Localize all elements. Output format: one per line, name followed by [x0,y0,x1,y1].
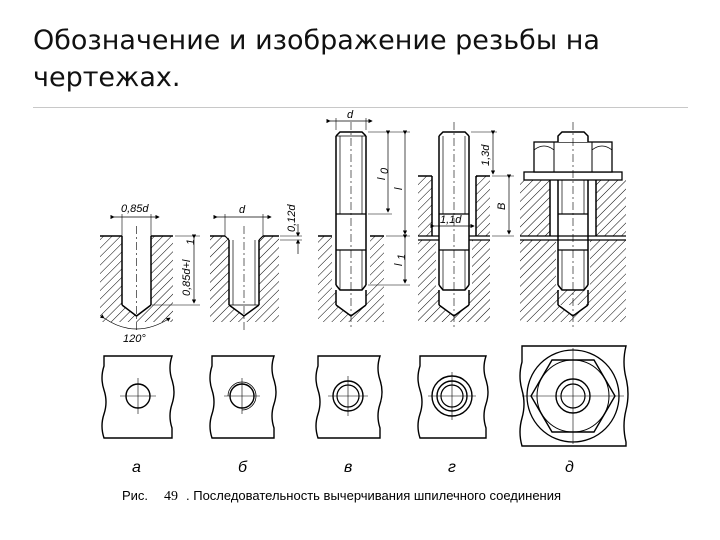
dim-085d: 0,85d [121,203,149,215]
dim-012d: 0,12d [286,204,298,232]
caption-number: 49 [164,489,178,504]
panel-letter-c: в [344,459,352,476]
dim-l1-sub: 1 [396,254,408,260]
plan-view-c [315,355,383,439]
dim-l1: l [393,263,405,266]
panel-letter-a: а [132,459,141,476]
panel-letter-d: г [448,459,456,476]
dim-l0-sub: 0 [379,167,391,174]
slide-title: Обозначение и изображение резьбы на черт… [33,25,600,93]
dim-l0: l [376,177,388,180]
panel-a-section [99,214,200,330]
panel-b-section [210,214,302,330]
dim-d-c: d [347,109,354,121]
panel-d-section [418,122,514,330]
dim-depth: 0,85d+l [181,259,193,296]
dim-11d: 1,1d [440,214,462,226]
caption-prefix: Рис. [122,488,148,503]
plan-view-a [101,355,175,439]
panel-c-section [318,118,410,330]
panel-letter-e: д [565,459,574,476]
dim-l: l [393,187,405,190]
dim-13d: 1,3d [480,144,492,166]
plan-view-b [209,355,277,439]
dim-d-b: d [239,204,246,216]
panel-e-section [520,122,626,330]
caption-text: . Последовательность вычерчивания шпилеч… [186,488,561,503]
dim-depth-sub: 1 [185,239,197,245]
title-divider [33,107,688,108]
dim-b: B [496,203,508,210]
plan-view-d [417,355,489,439]
dim-angle: 120° [123,333,146,345]
plan-view-e [519,345,629,447]
panel-letter-b: б [238,459,248,476]
